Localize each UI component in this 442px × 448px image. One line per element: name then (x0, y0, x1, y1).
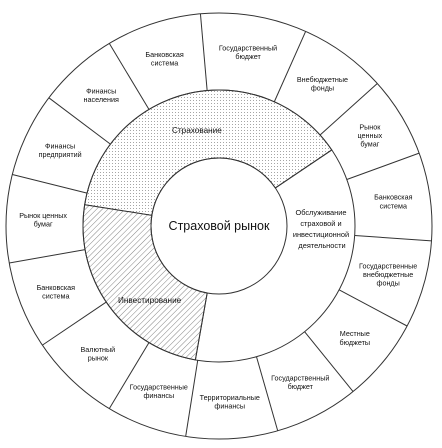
outer-divider-10 (108, 342, 150, 409)
center-circle (150, 157, 288, 295)
outer-divider-7 (304, 331, 354, 392)
outer-ring-dividers (9, 13, 432, 437)
outer-divider-3 (319, 83, 378, 136)
outer-divider-8 (256, 356, 279, 431)
insurance-label: Страхование (172, 126, 222, 135)
outer-divider-13 (12, 173, 88, 194)
outer-divider-14 (48, 97, 111, 145)
middle-ring-border (82, 89, 356, 363)
outer-ring-border (5, 12, 433, 440)
outer-divider-4 (346, 152, 420, 180)
outer-divider-6 (338, 289, 408, 327)
outer-divider-9 (185, 360, 199, 437)
outer-divider-2 (273, 31, 307, 102)
service-divider-bottom (194, 292, 208, 361)
outer-divider-5 (354, 234, 432, 242)
outer-divider-11 (42, 301, 107, 346)
outer-divider-12 (9, 249, 86, 264)
service-label: Обслуживание страховой и инвестиционной … (293, 208, 351, 250)
investment-label: Инвестирование (118, 296, 182, 305)
outer-divider-1 (199, 13, 208, 91)
outer-divider-15 (108, 43, 150, 110)
center-label: Страховой рынок (169, 219, 270, 233)
service-divider-top (275, 149, 333, 189)
